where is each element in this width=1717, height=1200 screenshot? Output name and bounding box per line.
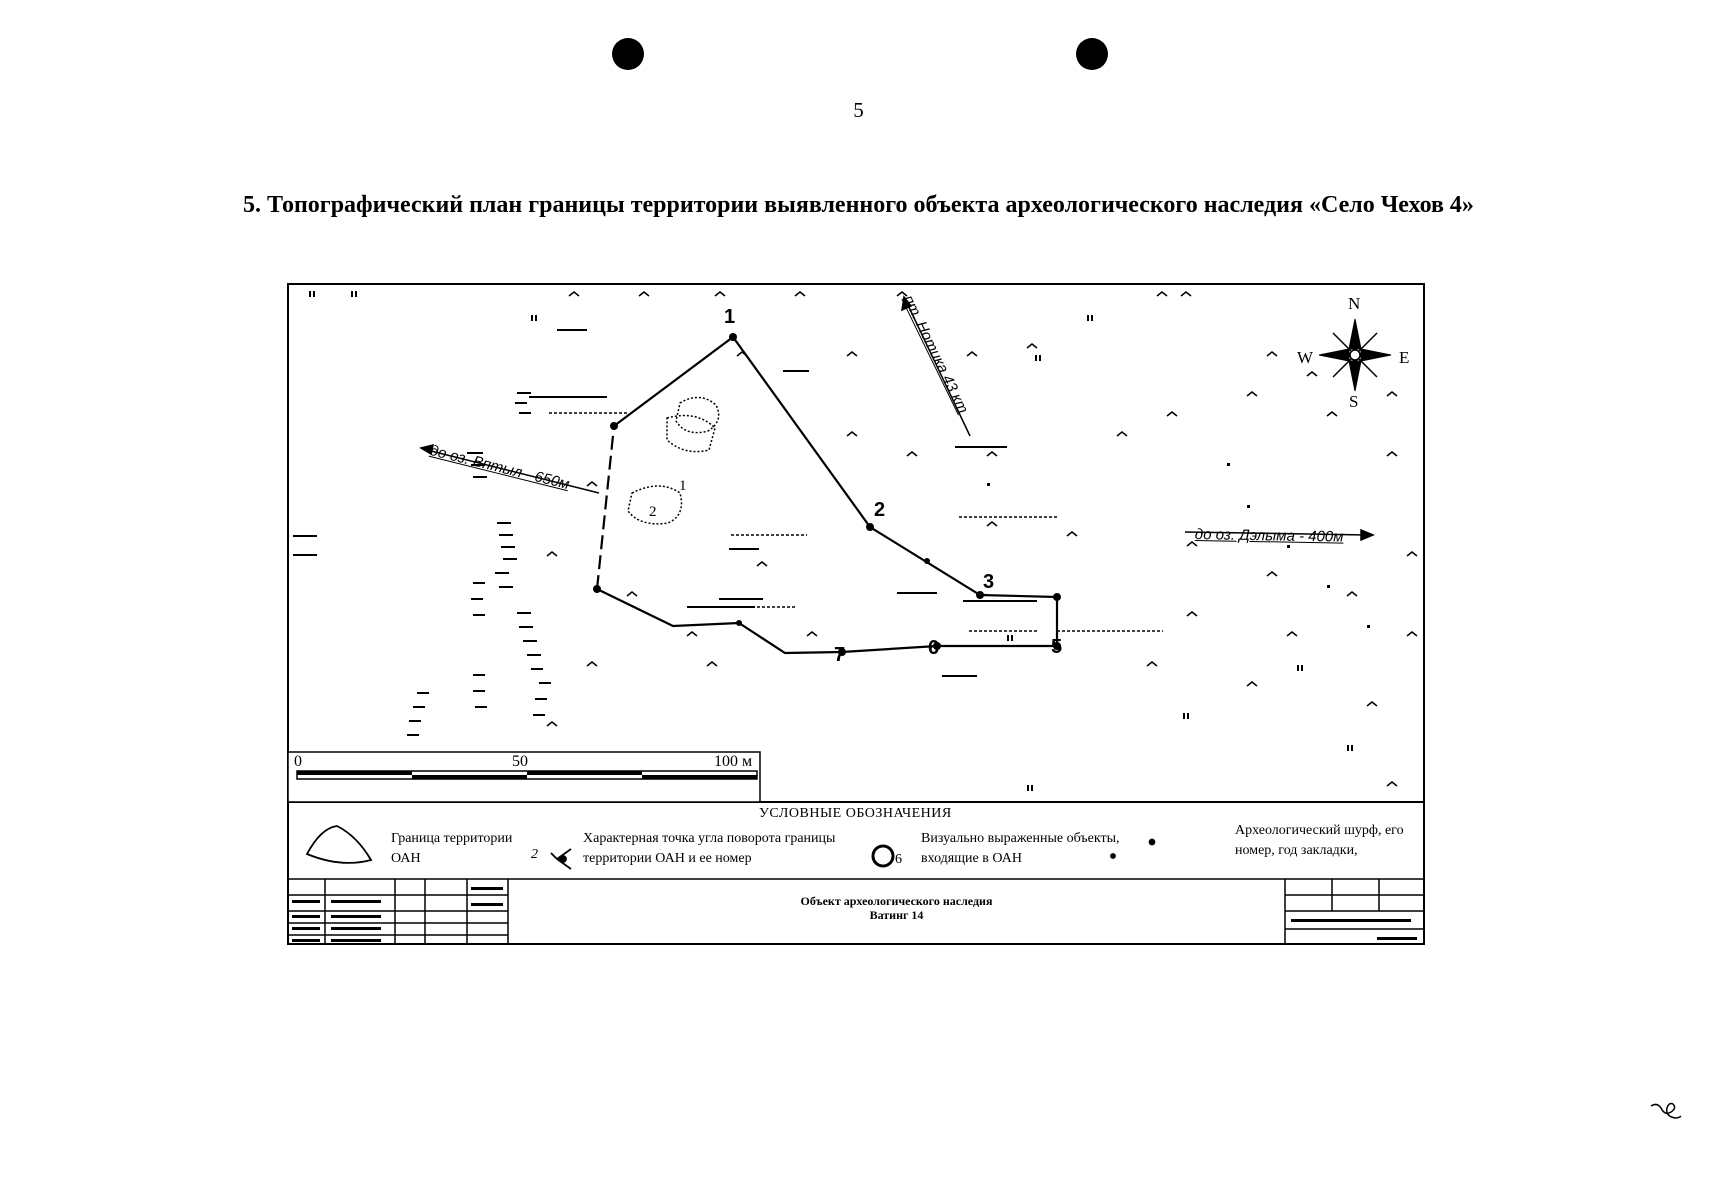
- page-heading: 5. Топографический план границы территор…: [243, 192, 1474, 218]
- legend-objects-text: Визуально выраженные объекты, входящие в…: [921, 831, 1120, 866]
- legend-point-number: 2: [531, 847, 538, 862]
- map-annotations: [293, 329, 1037, 677]
- signature-mark: [1650, 1102, 1682, 1119]
- boundary-points: [593, 333, 1061, 656]
- scale-label-end: 100 м: [714, 753, 753, 770]
- title-block-text-lines: [292, 887, 1417, 942]
- title-block-object-line: Объект археологического наследия: [800, 894, 993, 908]
- legend-symbols: [305, 825, 1156, 870]
- scale-label-mid: 50: [512, 753, 528, 770]
- title-block-sheet-line: Ватинг 14: [869, 908, 924, 922]
- compass-rose: [1318, 318, 1392, 392]
- vertex-label-5: 5: [1051, 636, 1063, 658]
- compass-east: E: [1399, 348, 1410, 367]
- compass-west: W: [1297, 348, 1314, 367]
- distance-arrows: [419, 295, 1375, 542]
- compass-south: S: [1349, 392, 1359, 411]
- site-feature-label-2: 2: [649, 504, 657, 520]
- oan-boundary: [595, 336, 1059, 655]
- vertex-label-3: 3: [983, 571, 995, 593]
- compass-north: N: [1348, 294, 1361, 313]
- punch-hole-right: [1076, 38, 1108, 70]
- page-number: 5: [853, 98, 864, 122]
- map-drawing: [287, 283, 1425, 945]
- punch-hole-left: [612, 38, 644, 70]
- map-hatched-strips: [549, 412, 1163, 632]
- legend-pit-text: Археологический шурф, его номер, год зак…: [1235, 823, 1404, 858]
- map-frame: [287, 283, 1425, 945]
- vertex-label-2: 2: [874, 499, 886, 521]
- legend-object-number: 6: [895, 852, 902, 867]
- site-features: [627, 396, 720, 525]
- legend-title: УСЛОВНЫЕ ОБОЗНАЧЕНИЯ: [759, 806, 952, 821]
- vertex-label-6: 6: [928, 637, 940, 659]
- vertex-label-1: 1: [724, 306, 736, 328]
- terrain-dots: [309, 291, 1370, 791]
- legend-point-text: Характерная точка угла поворота границы …: [583, 831, 836, 866]
- title-block-object-name: Объект археологического наследия Ватинг …: [508, 895, 1285, 921]
- scale-label-zero: 0: [294, 753, 302, 770]
- terrain-symbols: [546, 291, 1418, 787]
- ravine-hatching: [407, 392, 551, 736]
- title-block-grid: [288, 878, 1424, 944]
- topographic-plan: 1 2 3 5 6 7 1 2 до оз. Вптыл - 650м пт. …: [287, 283, 1426, 946]
- vertex-label-7: 7: [834, 644, 846, 666]
- east-distance-label: до оз. Дэлыма - 400м: [1194, 526, 1344, 546]
- site-feature-label-1: 1: [679, 478, 687, 494]
- scale-bar: [287, 751, 761, 803]
- legend-boundary-text: Граница территории ОАН: [391, 831, 513, 866]
